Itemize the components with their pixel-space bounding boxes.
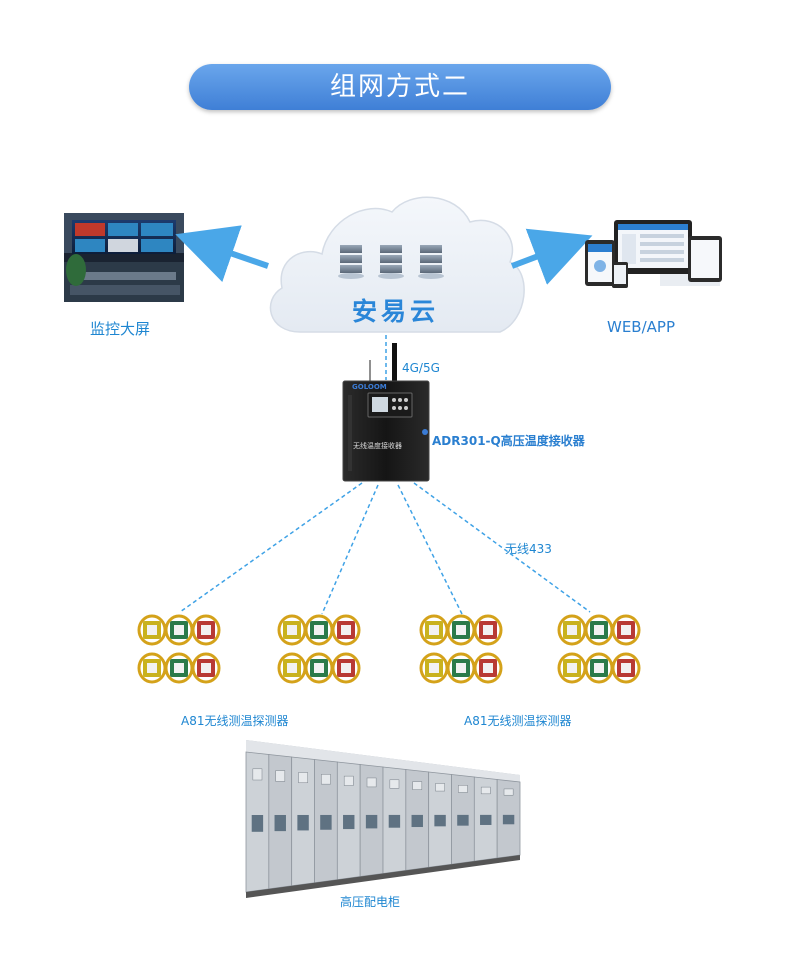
diagram-title: 组网方式二 [189,64,611,110]
cabinet-meter [389,779,400,789]
sensor-face [621,663,631,673]
devices-image [585,220,722,288]
sensor-face [483,663,493,673]
antenna [369,343,397,383]
sensor-face [147,663,157,673]
sensor-face [567,625,577,635]
server-icons [338,245,444,279]
sensor-face [147,625,157,635]
sensor-ring [611,614,641,646]
cabinet-meter [458,785,468,793]
cloud-label: 安易云 [352,297,440,326]
sensor-ring [331,614,361,646]
sensor-face [456,625,466,635]
cabinet-meter [435,783,445,792]
sensor-face [594,663,604,673]
cabinet-meter [298,772,308,784]
sensor-ring [331,652,361,684]
cabinet-window [274,814,286,832]
sensor-clusters [137,614,641,684]
sensor-face [456,663,466,673]
cabinet-window [320,814,332,830]
cabinet-meter [343,775,354,786]
sensor-ring [473,614,503,646]
arrow-to-monitor [175,225,269,283]
cabinet-window [297,814,309,831]
cabinet-window [411,814,423,828]
cabinet-meter [366,777,377,788]
sensors-left-label: A81无线测温探测器 [181,714,289,728]
sensor-ring [473,652,503,684]
monitor-wall-image [64,213,184,302]
receiver-brand: GOLOOM [352,383,387,391]
sensor-face [201,663,211,673]
cabinet-meter [503,788,514,796]
sensor-face [287,625,297,635]
cabinet-meter [275,770,286,782]
sensor-ring [611,652,641,684]
sensor-face [567,663,577,673]
sensor-face [201,625,211,635]
cabinet-window [502,814,515,825]
cabinet-window [388,814,401,828]
cabinet-window [480,814,492,825]
sensor-face [341,663,351,673]
sensor-face [621,625,631,635]
sensors-right-label: A81无线测温探测器 [464,714,572,728]
cabinet-window [434,814,446,827]
wireless-links [179,482,591,615]
switchgear-image [245,740,521,898]
receiver-panel-text: 无线温度接收器 [353,442,402,450]
receiver-device [342,380,430,482]
sensor-face [174,625,184,635]
sensor-ring [191,614,221,646]
monitor-label: 监控大屏 [90,320,151,338]
receiver-label: ADR301-Q高压温度接收器 [432,434,585,448]
sensor-face [314,625,324,635]
sensor-face [594,625,604,635]
arrow-to-webapp [510,228,593,285]
cabinet-meter [480,786,491,795]
sensor-face [429,663,439,673]
sensor-face [483,625,493,635]
sensor-face [341,625,351,635]
sensor-face [314,663,324,673]
sensor-face [287,663,297,673]
sensor-face [429,625,439,635]
wireless-label: 无线433 [505,542,552,556]
cabinet-meter [412,781,423,790]
cabinet-window [365,814,378,829]
cabinet-window [343,814,355,830]
uplink-label: 4G/5G [402,361,440,375]
cabinet-window [251,815,264,832]
webapp-label: WEB/APP [607,318,676,336]
sensor-ring [191,652,221,684]
cabinet-meter [321,774,331,785]
sensor-face [174,663,184,673]
cabinet-meter [252,768,263,781]
switchgear-label: 高压配电柜 [340,895,401,909]
cabinet-window [457,814,469,826]
